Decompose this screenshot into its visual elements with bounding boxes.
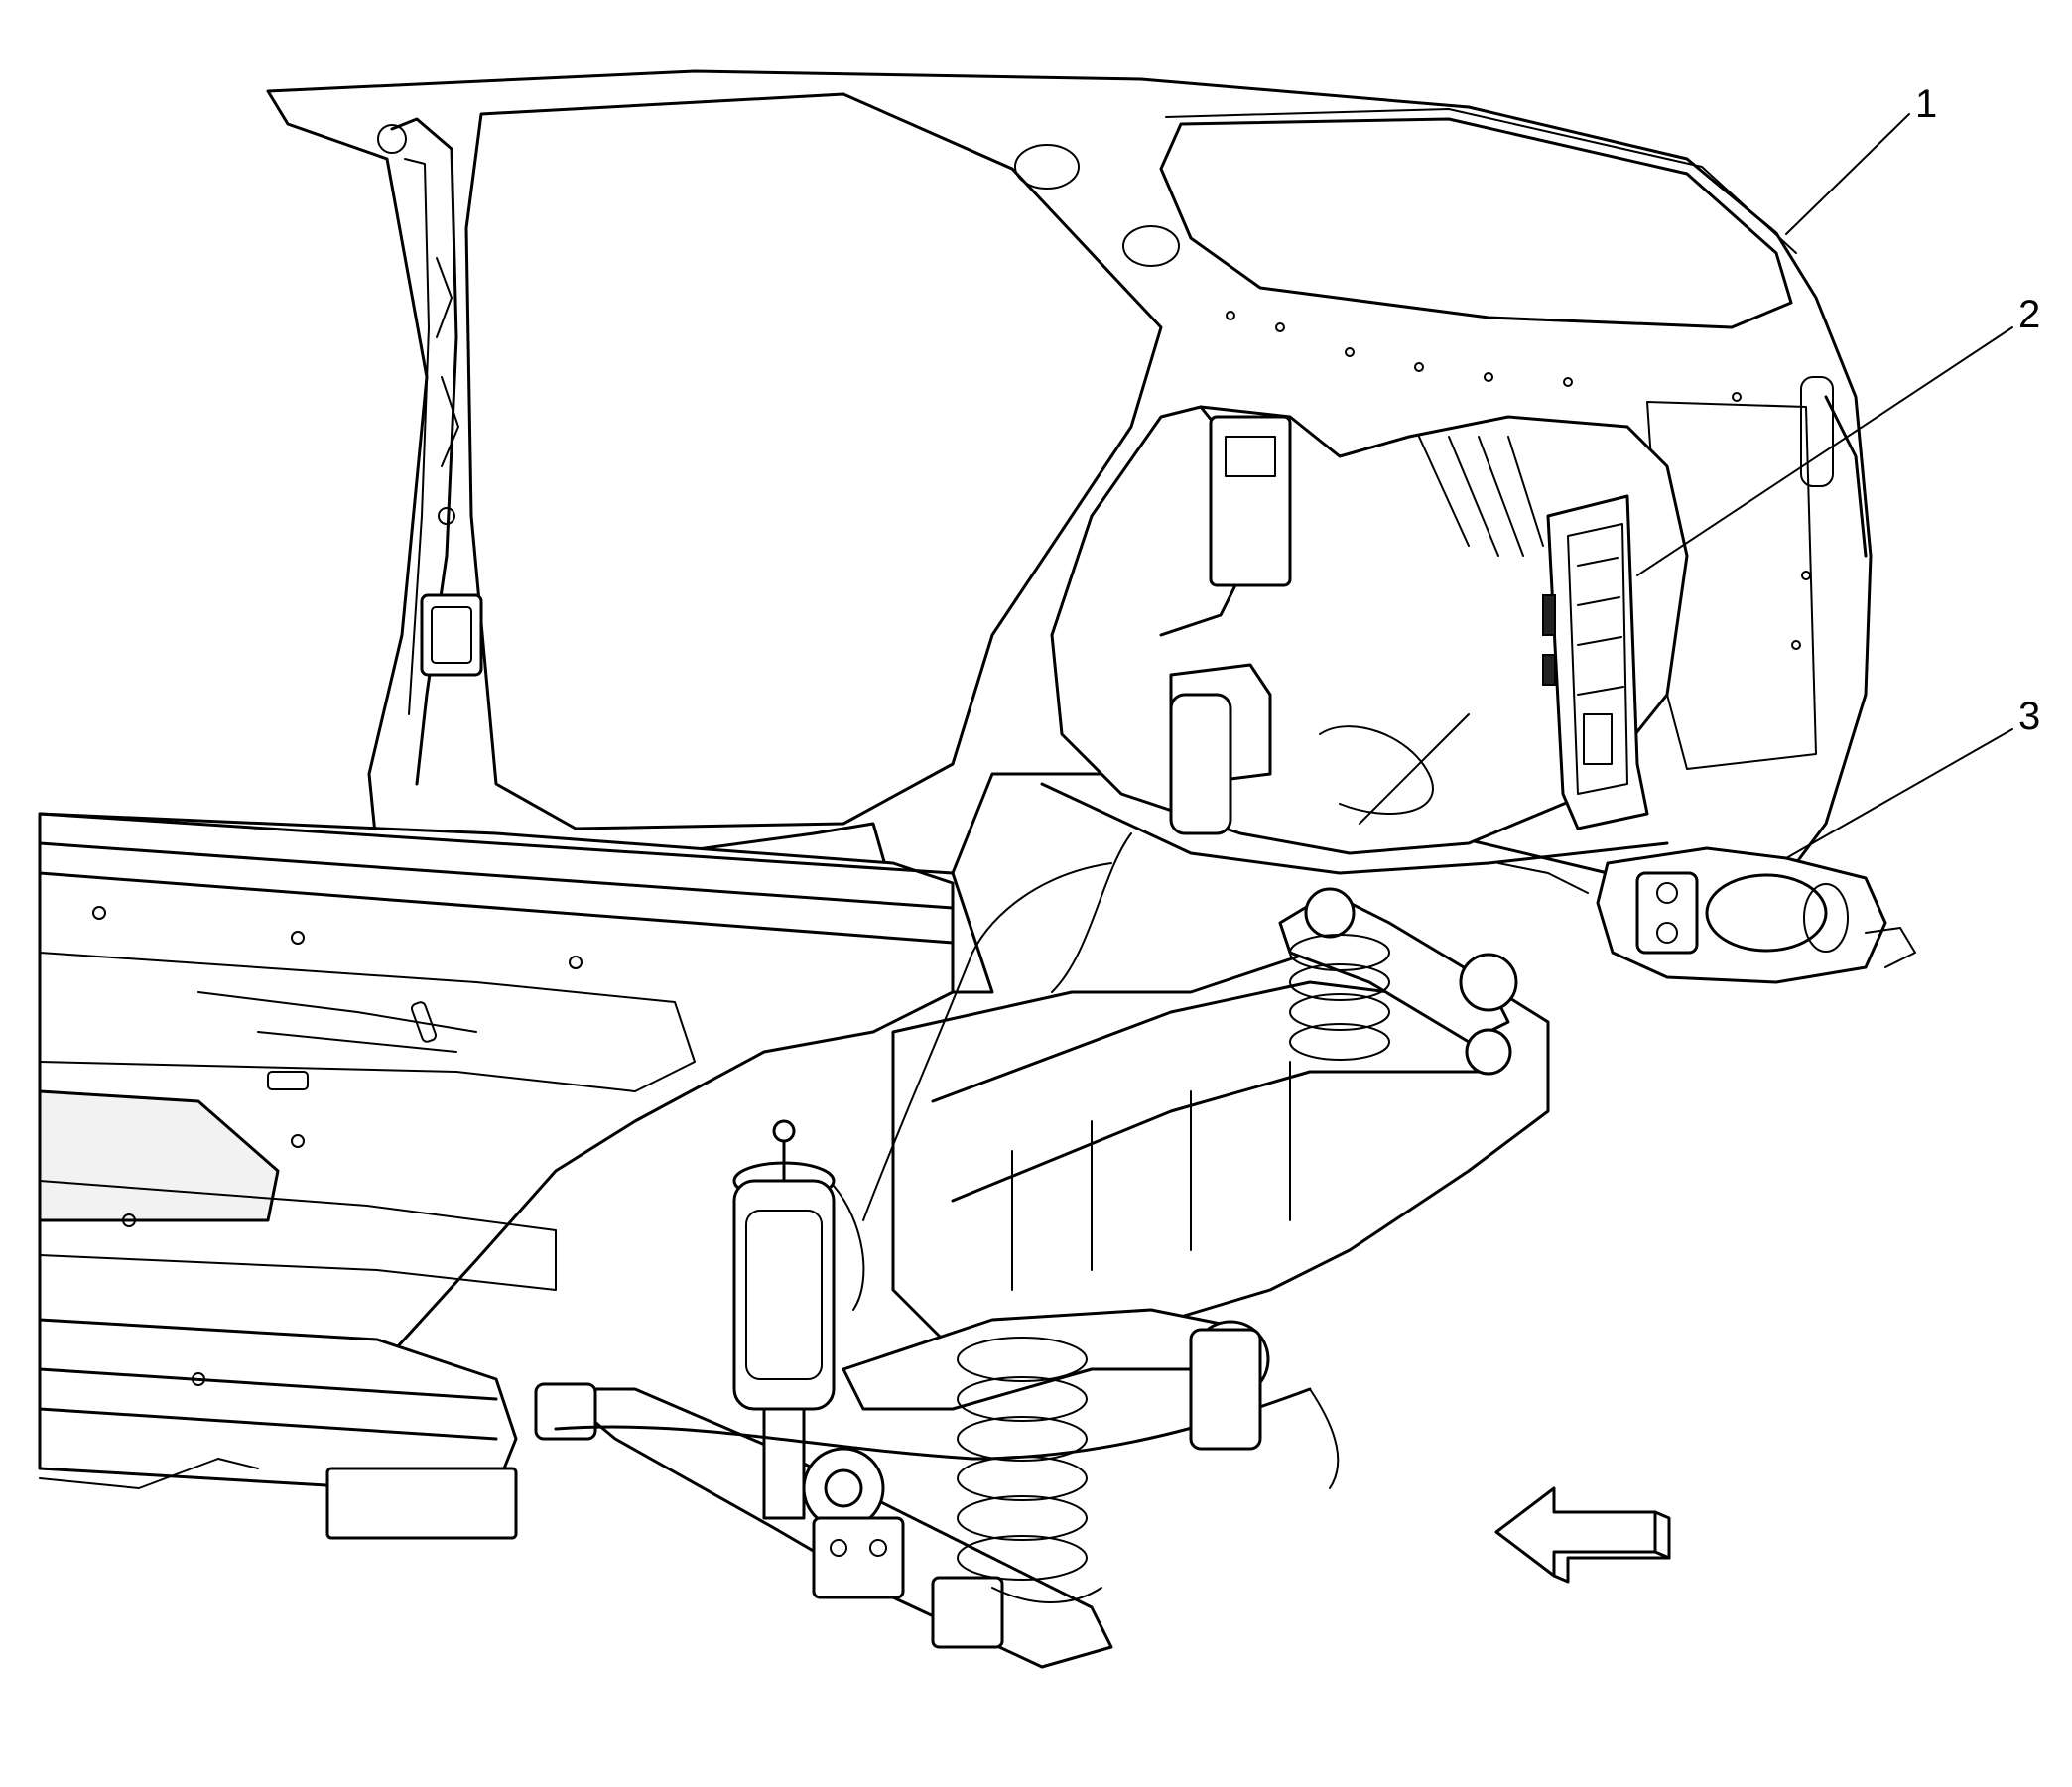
callout-labels: 1 2 3 [1915, 82, 2040, 738]
leader-line-1 [1785, 113, 1910, 235]
front-direction-arrow-icon [1494, 1486, 1671, 1584]
rear-suspension-assembly [534, 693, 1550, 1669]
floor-pan [38, 812, 955, 1540]
leader-line-2 [1636, 326, 2013, 576]
callout-2: 2 [2018, 293, 2040, 336]
suspension-control-module [1542, 494, 1649, 830]
coil-spring-right [1289, 934, 1390, 1061]
callout-leaders [1636, 113, 2013, 859]
air-spring-strut [732, 1119, 905, 1599]
callout-3: 3 [2018, 695, 2040, 738]
callout-1: 1 [1915, 82, 1937, 126]
leader-line-3 [1785, 728, 2013, 859]
air-compressor [1497, 846, 1916, 984]
